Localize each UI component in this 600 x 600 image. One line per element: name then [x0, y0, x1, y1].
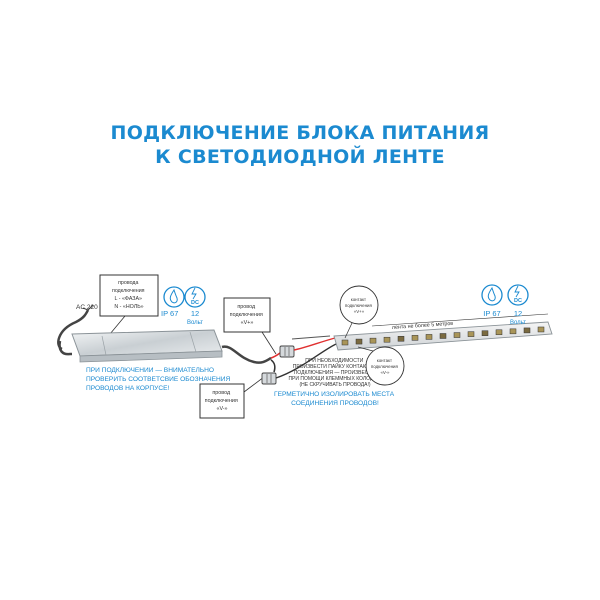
wire-plus-note-box [223, 297, 271, 333]
water-drop-shape [169, 288, 178, 304]
psu-voltage-unit: Вольт [187, 320, 203, 326]
connector-note-line: ПОДКЛЮЧЕНИЯ — ПРОИЗВЕСТИ [294, 370, 376, 376]
contact-minus-pointer [357, 346, 374, 352]
contact-plus-line: «V+» [354, 309, 365, 314]
psu-ip-rating: IP 67 [161, 309, 178, 318]
insulate-note-line: СОЕДИНЕНИЯ ПРОВОДОВ! [291, 400, 379, 407]
led-chip [523, 327, 531, 334]
contact-plus-line: контакт [351, 297, 366, 302]
connector-note-text: ПРИ НЕОБХОДИМОСТИ ПРОИЗВЕСТИ ПАЙКУ КОНТА… [288, 358, 381, 388]
led-strip [333, 321, 553, 351]
strip-red-wire [293, 337, 336, 351]
water-drop-icon [163, 286, 185, 308]
led-chip [341, 339, 349, 346]
contact-plus-pointer [344, 322, 353, 339]
strip-dc-voltage-icon [507, 284, 529, 306]
mains-note-pointer [109, 315, 126, 335]
led-chip [453, 332, 461, 338]
mains-note-text: провода подключения L - «ФАЗА» N - «НОЛЬ… [112, 280, 146, 310]
insulate-note-text: ГЕРМЕТИЧНО ИЗОЛИРОВАТЬ МЕСТА СОЕДИНЕНИЯ … [274, 391, 396, 407]
contact-plus-callout [339, 285, 379, 325]
strip-lightning-icon [514, 285, 520, 298]
psu-warning-line: ПРОВОДОВ НА КОРПУСЕ! [86, 385, 169, 392]
strip-dc-label: DC [514, 298, 522, 304]
strip-voltage-unit: Вольт [510, 320, 526, 326]
wire-minus-note-box [199, 383, 245, 419]
contact-minus-line: «V-» [380, 370, 390, 375]
strip-lead-wire [291, 335, 331, 340]
psu-label-divider [101, 335, 107, 356]
led-chip [537, 326, 545, 333]
mains-note-line: провода [118, 280, 138, 286]
connector-note-line: ПРИ НЕОБХОДИМОСТИ [305, 358, 363, 364]
insulate-note-line: ГЕРМЕТИЧНО ИЗОЛИРОВАТЬ МЕСТА [274, 391, 395, 398]
wire-plus-note-line: подключения [230, 312, 263, 318]
mains-note-line: L - «ФАЗА» [115, 296, 143, 302]
contact-minus-text: контакт подключения «V-» [371, 358, 399, 375]
red-wire [270, 352, 281, 359]
wire-plus-pointer [261, 331, 277, 355]
led-chip [467, 331, 475, 337]
contact-plus-text: контакт подключения «V+» [345, 297, 373, 314]
led-chip [439, 333, 447, 339]
psu-input-cable [58, 340, 72, 356]
wire-minus-note-text: провод подключения «V-» [205, 390, 240, 412]
psu-warning-text: ПРИ ПОДКЛЮЧЕНИИ — ВНИМАТЕЛЬНО ПРОВЕРИТЬ … [86, 367, 232, 392]
black-wire [270, 359, 276, 373]
terminal-block-minus [261, 372, 277, 385]
led-chip [355, 338, 363, 345]
psu-warning-line: ПРИ ПОДКЛЮЧЕНИИ — ВНИМАТЕЛЬНО [86, 367, 214, 374]
terminal-block-body [261, 372, 277, 385]
psu-output-cable [221, 345, 272, 364]
mains-note-line: подключения [112, 288, 145, 294]
contact-minus-line: подключения [371, 364, 399, 369]
led-chip [481, 330, 489, 336]
psu-voltage-value: 12 [191, 309, 199, 318]
connector-note-line: ПРОИЗВЕСТИ ПАЙКУ КОНТАКТОВ [293, 362, 377, 370]
led-chip [397, 336, 405, 342]
contact-minus-line: контакт [377, 358, 392, 363]
led-chip-group [341, 326, 545, 346]
led-chip [495, 329, 503, 336]
strip-water-drop-shape [487, 286, 496, 302]
mains-voltage-label: AC 220 В [76, 304, 104, 311]
terminal-block-body [279, 345, 295, 358]
mains-note-box [99, 274, 159, 317]
contact-plus-line: подключения [345, 303, 373, 308]
led-chip [411, 335, 419, 341]
led-chip [369, 337, 377, 344]
strip-water-drop-icon [481, 284, 503, 306]
terminal-block-plus [279, 345, 295, 358]
strip-length-dimension [371, 313, 549, 327]
strip-length-label: лента не более 5 метров [392, 321, 454, 331]
strip-black-wire [275, 343, 337, 379]
led-chip [509, 328, 517, 335]
power-supply-unit [58, 329, 272, 364]
mains-wire-ends [82, 304, 94, 311]
dc-voltage-icon [184, 286, 206, 308]
mains-note-line: N - «НОЛЬ» [114, 304, 143, 310]
wire-plus-note-text: провод подключения «V+» [230, 304, 265, 326]
title-line-1: ПОДКЛЮЧЕНИЕ БЛОКА ПИТАНИЯ [110, 122, 490, 144]
wire-minus-note-line: провод [212, 390, 231, 396]
wire-minus-note-line: «V-» [216, 406, 227, 412]
contact-minus-callout [365, 346, 405, 386]
strip-voltage-value: 12 [514, 309, 522, 318]
connector-note-line: (НЕ СКРУЧИВАТЬ ПРОВОДА!) [299, 382, 370, 388]
led-chip [425, 334, 433, 340]
psu-label-divider [189, 331, 197, 353]
wire-minus-note-line: подключения [205, 398, 238, 404]
psu-warning-line: ПРОВЕРИТЬ СООТВЕТСВИЕ ОБОЗНАЧЕНИЯ [86, 376, 231, 383]
connector-note-line: ПРИ ПОМОЩИ КЛЕММНЫХ КОЛОДОК [288, 376, 380, 382]
psu-housing-side [79, 350, 223, 363]
psu-dc-label: DC [191, 300, 199, 306]
strip-ip-rating: IP 67 [483, 309, 500, 318]
lightning-icon [191, 287, 197, 300]
led-chip [383, 336, 391, 343]
title-line-2: К СВЕТОДИОДНОЙ ЛЕНТЕ [155, 146, 445, 168]
wire-plus-note-line: «V+» [241, 320, 254, 326]
wire-plus-note-line: провод [237, 304, 256, 310]
